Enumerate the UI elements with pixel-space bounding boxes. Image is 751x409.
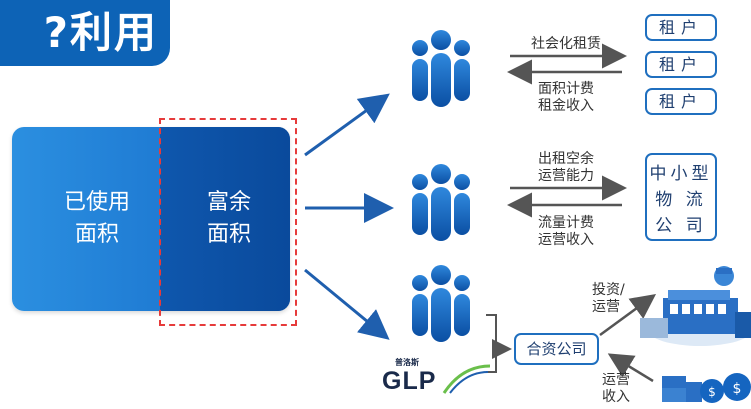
surplus-area-label: 富余 面积 bbox=[184, 187, 274, 251]
sme-line-3: 公 司 bbox=[655, 216, 707, 236]
sme-logistics-box: 中小型 物 流 公 司 bbox=[645, 153, 717, 241]
warehouse-buildings-icon bbox=[640, 266, 751, 346]
operation-revenue-line-2: 收入 bbox=[602, 389, 630, 405]
spare-capacity-line-1: 出租空余 bbox=[538, 151, 594, 167]
tenant-box-3: 租户 bbox=[645, 88, 717, 115]
surplus-area-segment bbox=[160, 127, 290, 311]
surplus-area-line-1: 富余 bbox=[206, 190, 251, 215]
operation-income-label: 流量计费 运营收入 bbox=[524, 215, 608, 249]
spare-capacity-line-2: 运营能力 bbox=[538, 168, 594, 184]
arrow-operation-revenue bbox=[607, 353, 654, 383]
invest-operate-line-2: 运营 bbox=[592, 299, 620, 315]
tenant-box-2: 租户 bbox=[645, 51, 717, 78]
money-bags-icon: $ $ bbox=[662, 373, 751, 403]
tenant-box-1: 租户 bbox=[645, 14, 717, 41]
invest-operate-line-1: 投资/ bbox=[592, 282, 625, 298]
people-group-icon-top bbox=[412, 30, 470, 107]
arrow-to-bottom-group bbox=[304, 268, 390, 340]
operation-revenue-label: 运营 收入 bbox=[598, 372, 634, 406]
used-area-label: 已使用 面积 bbox=[52, 187, 142, 251]
surplus-dashed-outline bbox=[159, 118, 297, 326]
bracket-line bbox=[486, 314, 497, 373]
used-area-line-1: 已使用 bbox=[63, 190, 130, 215]
people-group-icon-bottom bbox=[412, 265, 470, 342]
area-block: 已使用 面积 富余 面积 bbox=[12, 127, 290, 311]
arrow-invest-operate bbox=[599, 294, 657, 337]
rent-income-label: 面积计费 租金收入 bbox=[524, 81, 608, 115]
glp-logo-chinese: 普洛斯 bbox=[395, 358, 419, 367]
sme-line-2: 物 流 bbox=[655, 190, 707, 210]
glp-logo-text: GLP bbox=[382, 367, 437, 395]
arrow-to-top-group bbox=[304, 93, 390, 157]
page-title: ?利用 bbox=[0, 0, 170, 66]
spare-capacity-label: 出租空余 运营能力 bbox=[524, 151, 608, 185]
invest-operate-label: 投资/ 运营 bbox=[592, 282, 638, 316]
social-rental-label: 社会化租赁 bbox=[531, 36, 601, 52]
rent-income-line-2: 租金收入 bbox=[538, 98, 594, 114]
svg-text:$: $ bbox=[708, 385, 716, 399]
rent-income-line-1: 面积计费 bbox=[538, 81, 594, 97]
svg-text:$: $ bbox=[733, 381, 742, 397]
glp-swoosh-icon bbox=[442, 364, 491, 394]
people-group-icon-middle bbox=[412, 164, 470, 241]
operation-income-line-2: 运营收入 bbox=[538, 232, 594, 248]
joint-venture-box: 合资公司 bbox=[514, 333, 599, 365]
surplus-area-line-2: 面积 bbox=[206, 222, 251, 247]
operation-revenue-line-1: 运营 bbox=[602, 372, 630, 388]
used-area-line-2: 面积 bbox=[74, 222, 119, 247]
operation-income-line-1: 流量计费 bbox=[538, 215, 594, 231]
sme-line-1: 中小型 bbox=[649, 164, 713, 184]
